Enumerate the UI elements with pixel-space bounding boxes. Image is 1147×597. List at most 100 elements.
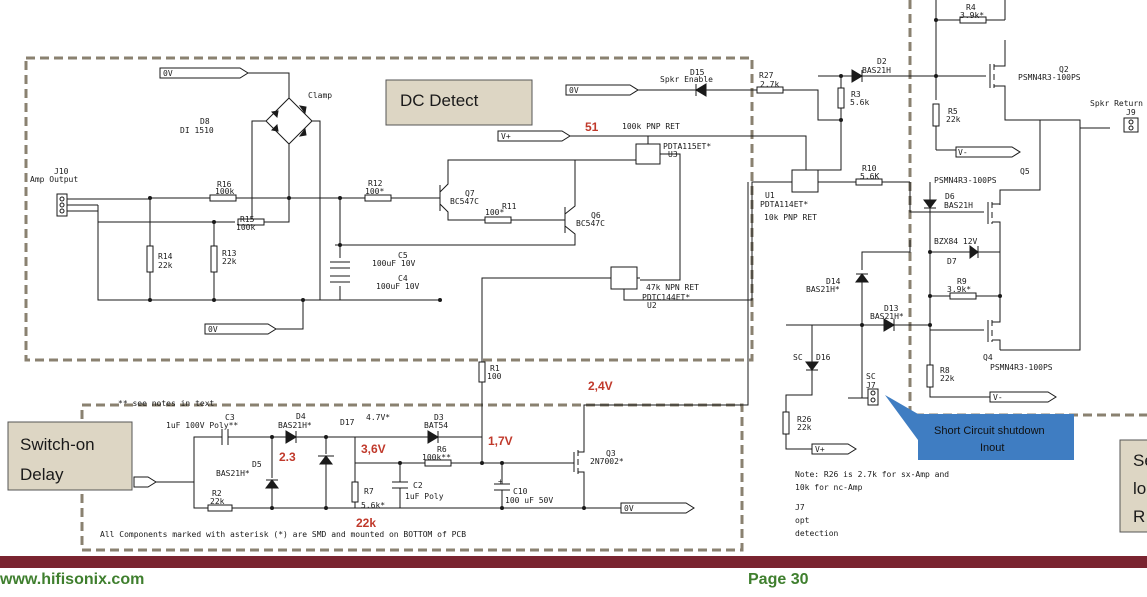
pdtc144-label: PDTC144ET* [642,293,690,302]
r11-value: 100* [485,208,504,217]
net-0v-top-mid [565,84,639,96]
right-cut-line3: R [1133,507,1145,526]
c10-value: 100 uF 50V [505,496,553,505]
r27-value: 2.7k [760,80,779,89]
j7-label: J7 [866,381,876,390]
r14-label: R14 [158,252,173,261]
d8-label: D8 [200,117,210,126]
dc-detect-border [24,56,754,362]
q3-label: Q3 [606,449,616,458]
q2-label: Q2 [1059,65,1069,74]
net-vplus-left-label: V+ [501,132,511,141]
short-circuit-line2: Inout [980,442,1004,454]
r7-value: 5.6k* [361,501,385,510]
r1-label: R1 [490,364,500,373]
switch-on-delay-box [7,421,133,491]
q6-label: Q6 [591,211,601,220]
net-vplus-right-label: V+ [815,445,825,454]
spkr-return-label: Spkr Return [1090,99,1143,108]
u2-label: U2 [647,301,657,310]
right-cut-line2: lo [1133,479,1146,498]
r10-value: 5.6K [860,172,879,181]
net-vminus-bottom [989,391,1057,403]
q7-transistor [439,159,575,221]
d14-label: D14 [826,277,841,286]
r14-resistor [146,245,154,273]
net-0v-left-label: 0V [208,325,218,334]
net-0v-left [204,323,277,335]
d6-label: D6 [945,192,955,201]
d14-diode [855,273,869,283]
schematic-diagram: 0V Clamp D8 DI 1510 J10 Amp Output R16 1… [7,0,1147,552]
r9-value: 3.9k* [947,285,971,294]
c4-capacitor [330,275,350,283]
d3-diode [427,430,439,444]
q4-value: PSMN4R3-100PS [990,363,1053,372]
d6-value: BAS21H [944,201,973,210]
r7-22k-annotation: 22k [356,516,376,530]
q6-transistor [335,160,576,246]
d4-label: D4 [296,412,306,421]
r10-resistor [855,178,883,186]
r13-value: 22k [222,257,237,266]
voltage-24: 2,4V [588,379,613,393]
d15-label: D15 [690,68,705,77]
notes-text: ** see notes in text [118,399,215,408]
r7-label: R7 [364,487,374,496]
voltage-23: 2.3 [279,450,296,464]
net-0v-bottom-label: 0V [624,504,634,513]
d17-value: 4.7V* [366,413,390,422]
r11-label: R11 [502,202,517,211]
di1510-label: DI 1510 [180,126,214,135]
net-vminus-bottom-label: V- [993,393,1003,402]
switch-on-delay-border [80,403,744,552]
q2-value: PSMN4R3-100PS [1018,73,1081,82]
note-r26-line2: 10k for nc-Amp [795,483,863,492]
r3-label: R3 [851,90,861,99]
c3-label: C3 [225,413,235,422]
c10-capacitor [494,463,510,508]
net-vminus-top [955,146,1021,158]
r5-resistor [932,103,940,127]
d13-label: D13 [884,304,899,313]
footer-divider [0,556,1147,568]
j7-note-line2: opt [795,516,810,525]
switch-on-input-arrow [133,476,157,488]
r2-label: R2 [212,489,222,498]
r15-value: 100k [236,223,255,232]
dc-detect-box [385,79,533,126]
u1-label: U1 [765,191,775,200]
r12-value: 100* [365,187,384,196]
sc1-label: SC [793,353,803,362]
q7-label: Q7 [465,189,475,198]
net-0v-top [159,67,249,79]
net-vminus-top-label: V- [958,148,968,157]
r5-label: R5 [948,107,958,116]
r8-resistor [926,364,934,388]
r8-value: 22k [940,374,955,383]
u1-transistor [791,169,819,193]
u2-transistor [610,266,638,290]
c3-capacitor [221,429,286,445]
switch-on-title-line1: Switch-on [20,435,95,454]
q7-value: BC547C [450,197,479,206]
q3-value: 2N7002* [590,457,624,466]
r12-label: R12 [368,179,383,188]
r9-label: R9 [957,277,967,286]
pdta114-label: PDTA114ET* [760,200,808,209]
c10-label: C10 [513,487,528,496]
r4-value: 3.9k* [960,11,984,20]
footer-website[interactable]: www.hifisonix.com [0,571,145,588]
amp-output-label: Amp Output [30,175,78,184]
d2-label: D2 [877,57,887,66]
c2-capacitor [392,463,408,508]
r13-resistor [210,245,218,273]
q5-value: PSMN4R3-100PS [934,176,997,185]
j9-connector [1123,117,1139,133]
net-vplus-right [811,443,857,455]
q6-value: BC547C [576,219,605,228]
d4-value: BAS21H* [278,421,312,430]
q2-mosfet [936,56,1110,129]
c5-value: 100uF 10V [372,259,416,268]
footer-page-number: Page 30 [748,571,809,588]
